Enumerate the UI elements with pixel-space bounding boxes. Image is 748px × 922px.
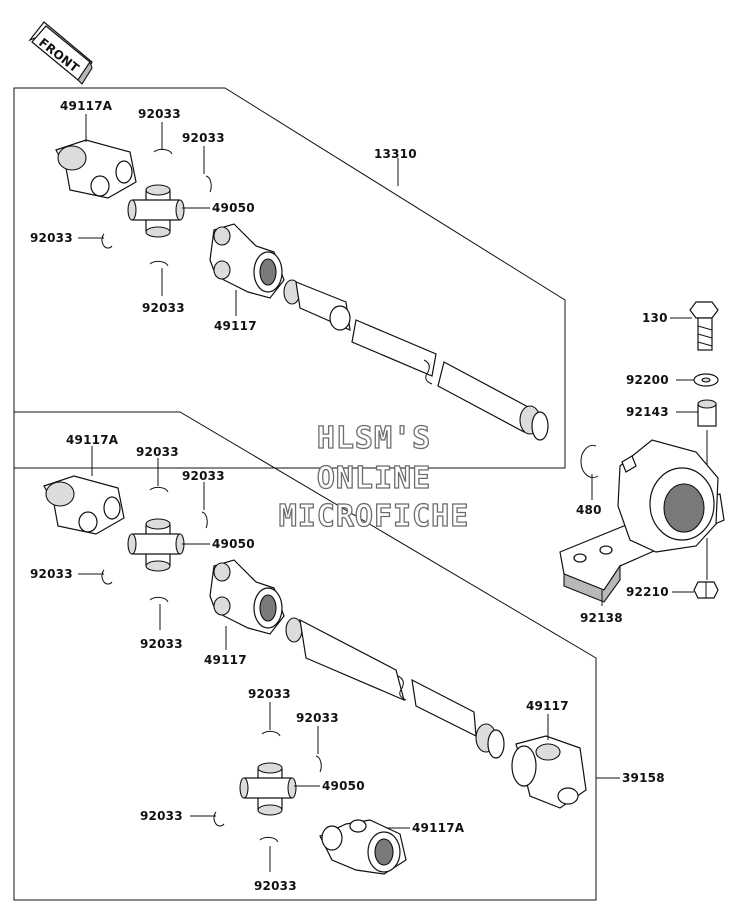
bottom-clip-6-label: 92033 [296, 711, 339, 725]
top-clip-3-label: 92033 [30, 231, 73, 245]
bottom-yoke-rear-label: 49117 [526, 699, 569, 713]
top-spider-label: 49050 [212, 201, 255, 215]
bolt [689, 301, 719, 351]
bottom-yoke-label: 49117 [204, 653, 247, 667]
bottom-yoke-rear [511, 735, 587, 809]
top-clip-1-label: 92033 [138, 107, 181, 121]
bottom-clip-4-label: 92033 [140, 637, 183, 651]
front-arrow-icon: FRONT [28, 21, 93, 85]
bottom-spider [127, 518, 185, 572]
watermark-line-2: ONLINE [317, 461, 431, 496]
watermark: HLSM'S ONLINE MICROFICHE [278, 420, 470, 534]
bottom-spider-rear-label: 49050 [322, 779, 365, 793]
bottom-shaft [285, 617, 505, 759]
bottom-clip-7-label: 92033 [140, 809, 183, 823]
bottom-spider-rear [239, 762, 297, 816]
top-yoke-a [55, 139, 137, 199]
bottom-group-frame [13, 411, 597, 901]
top-yoke-label: 49117 [214, 319, 257, 333]
bottom-clip-2-label: 92033 [182, 469, 225, 483]
bottom-clip-5-label: 92033 [248, 687, 291, 701]
collar-label: 92143 [626, 405, 669, 419]
snap-ring [580, 445, 599, 478]
top-yoke [209, 223, 285, 299]
top-clip-2-label: 92033 [182, 131, 225, 145]
top-assembly-label: 13310 [374, 147, 417, 161]
bottom-spider-label: 49050 [212, 537, 255, 551]
top-spider [127, 184, 185, 238]
bottom-yoke-a-rear-label: 49117A [412, 821, 465, 835]
snap-ring-label: 480 [576, 503, 602, 517]
watermark-line-1: HLSM'S [317, 421, 431, 456]
bottom-yoke-a-rear [319, 819, 407, 875]
bottom-clip-8-label: 92033 [254, 879, 297, 893]
top-yoke-a-label: 49117A [60, 99, 113, 113]
bolt-label: 130 [642, 311, 668, 325]
bottom-yoke-a-label: 49117A [66, 433, 119, 447]
bottom-clip-1-label: 92033 [136, 445, 179, 459]
top-clip-4-label: 92033 [142, 301, 185, 315]
washer-label: 92200 [626, 373, 669, 387]
housing-label: 92138 [580, 611, 623, 625]
washer [693, 373, 719, 387]
watermark-line-3: MICROFICHE [279, 499, 470, 534]
collar [697, 399, 717, 427]
bottom-assembly-label: 39158 [622, 771, 665, 785]
top-group-frame [13, 87, 566, 469]
nut [693, 581, 719, 599]
top-shaft [283, 279, 549, 441]
bottom-yoke [209, 559, 285, 635]
nut-label: 92210 [626, 585, 669, 599]
bottom-clip-3-label: 92033 [30, 567, 73, 581]
bearing-housing [559, 439, 725, 603]
bottom-yoke-a [43, 475, 125, 535]
